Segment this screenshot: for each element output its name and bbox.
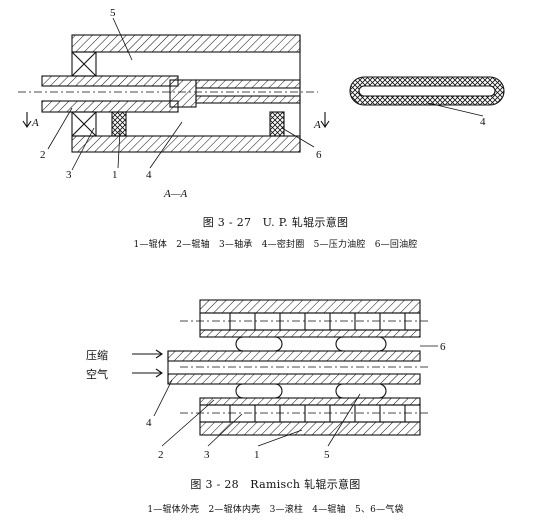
seal-ring-drawing — [349, 76, 505, 117]
fig1-label-6: 5 — [110, 7, 116, 19]
section-label: A—A — [163, 188, 188, 200]
fig2-caption: 图 3 - 28 Ramisch 轧辊示意图 — [190, 478, 361, 491]
section-arrow-left: A — [31, 117, 39, 129]
fig2-label-1: 1 — [254, 449, 260, 461]
section-arrow-right: A — [313, 119, 321, 131]
fig1-label-1: 1 — [112, 169, 118, 181]
fig1-label-4: 6 — [316, 149, 322, 161]
fig1-label-3: 3 — [66, 169, 72, 181]
fig2-label-6: 6 — [440, 341, 446, 353]
fig1-label-2: 2 — [40, 149, 46, 161]
fig2-legend: 1—辊体外壳 2—辊体内壳 3—滚柱 4—辊轴 5、6—气袋 — [147, 505, 404, 515]
inlet-text-compressed: 压缩 — [86, 349, 108, 362]
fig2-label-2: 2 — [158, 449, 164, 461]
fig2-label-3: 3 — [204, 449, 210, 461]
fig2-label-4: 4 — [146, 417, 152, 429]
ring-label-4: 4 — [480, 116, 486, 128]
inlet-text-air: 空气 — [86, 367, 108, 381]
up-roller-drawing — [18, 17, 330, 171]
fig1-caption: 图 3 - 27 U. P. 轧辊示意图 — [202, 216, 349, 229]
fig1-label-5: 4 — [146, 169, 152, 181]
fig2-label-5: 5 — [324, 449, 330, 461]
ramisch-roller-drawing — [132, 299, 438, 447]
fig1-legend: 1—辊体 2—辊轴 3—轴承 4—密封圈 5—压力油腔 6—回油腔 — [133, 240, 418, 250]
